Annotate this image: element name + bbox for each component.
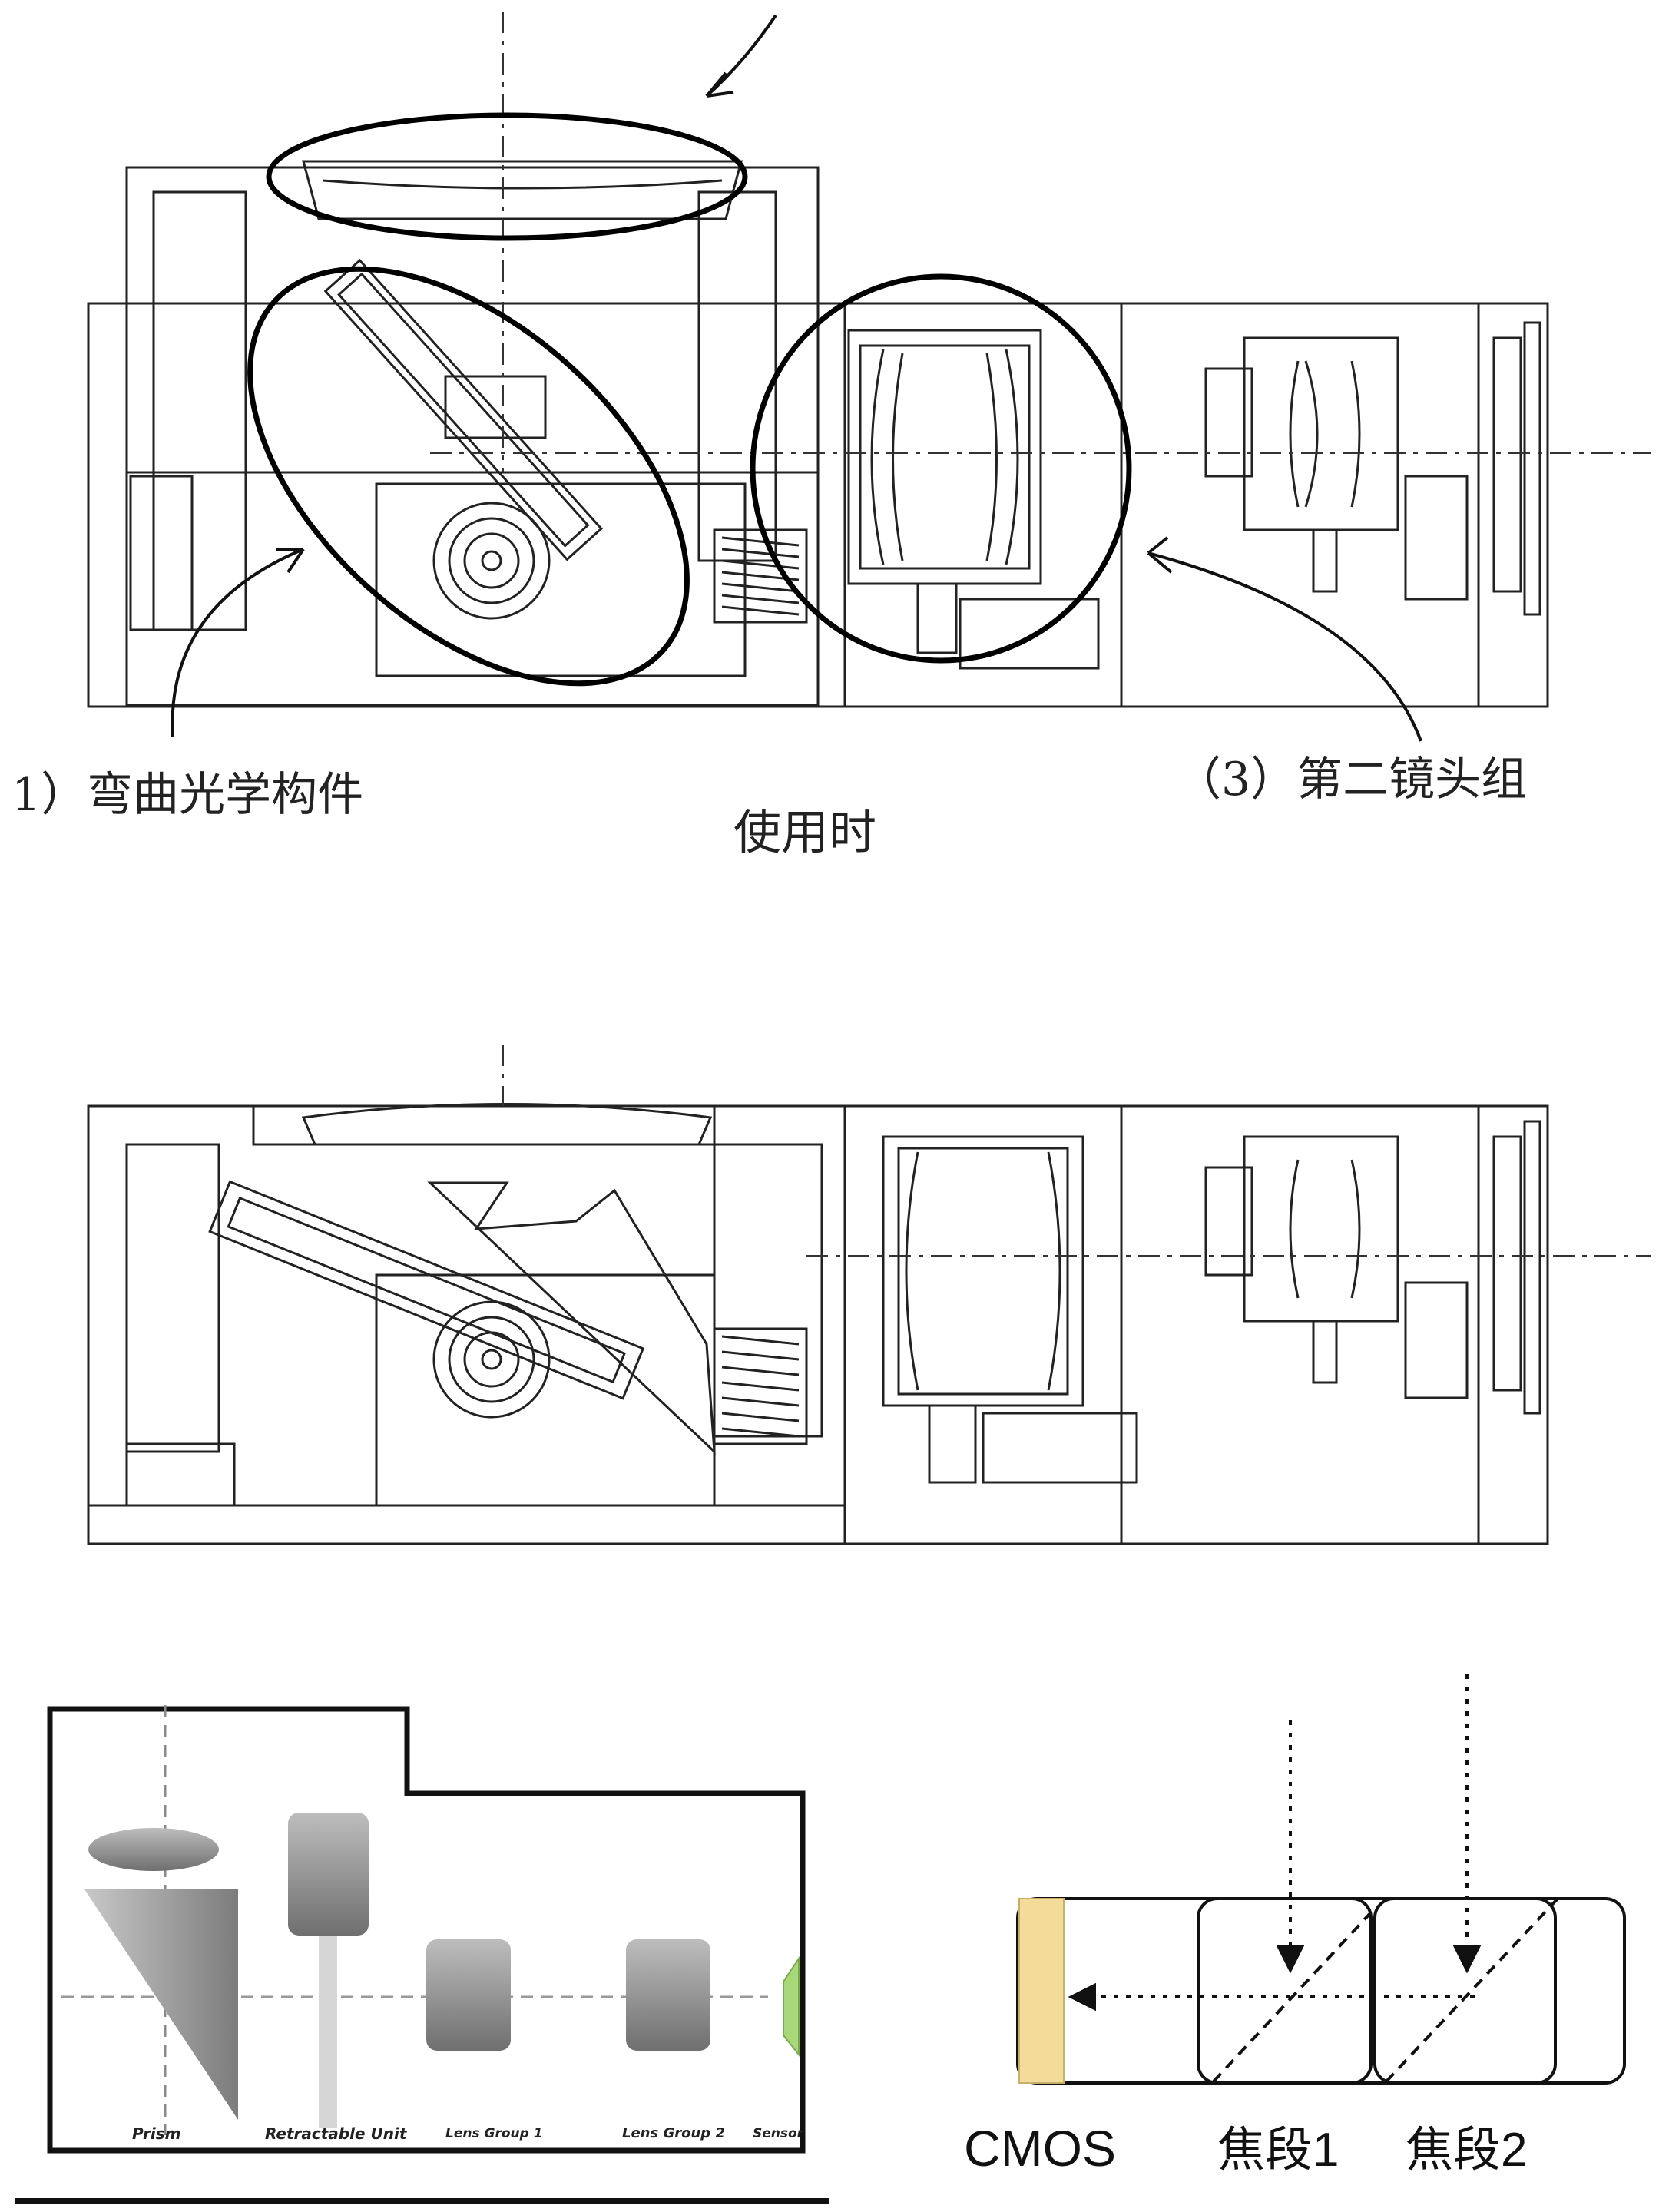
label-focal-2: 焦段2: [1406, 2124, 1527, 2177]
label-focal-1: 焦段1: [1217, 2124, 1339, 2177]
spring-coil: [713, 528, 808, 624]
middle-folding-mirror: [208, 1180, 645, 1400]
top-sensor: [1492, 336, 1522, 593]
top-upper-housing: [125, 166, 820, 707]
folding-mirror: [323, 258, 604, 561]
focal-block-2: [1373, 1897, 1557, 2085]
lens-group-2: [626, 1939, 710, 2051]
middle-spring: [713, 1327, 808, 1445]
focal-block-1: [1197, 1897, 1373, 2085]
top-diagram-svg: 1）弯曲光学构件 （3）第二镜头组 使用时: [12, 12, 1651, 860]
arrow-right: [1147, 551, 1422, 742]
middle-housing-outline: [87, 1104, 1549, 1545]
top-lens-element: [302, 160, 743, 220]
label-bending-optics: 1）弯曲光学构件: [12, 768, 363, 822]
bottom-right-diagram-panel: CMOS 焦段1 焦段2: [841, 1674, 1659, 2204]
prism-triangle: [84, 1889, 238, 2120]
arrow-to-cmos: [1068, 1982, 1096, 2012]
middle-diagram-panel: [0, 1022, 1659, 1636]
caption-in-use: 使用时: [733, 804, 876, 860]
middle-sensor: [1492, 1135, 1522, 1392]
lens-group-1: [426, 1939, 511, 2051]
second-lens-group: [1243, 336, 1399, 531]
bottom-left-housing: [47, 1706, 806, 2154]
label-retractable-unit: Retractable Unit: [265, 2124, 408, 2143]
highlight-ellipse-top-lens: [266, 112, 748, 241]
arrow-left: [171, 548, 304, 738]
bottom-left-svg: Prism Retractable Unit Lens Group 1 Lens…: [15, 1674, 830, 2204]
label-cmos: CMOS: [964, 2120, 1116, 2177]
highlight-ellipse-mirror: [247, 266, 690, 687]
middle-diagram-svg: [87, 1045, 1651, 1545]
prism-lens: [88, 1828, 219, 1871]
bottom-left-diagram-panel: Prism Retractable Unit Lens Group 1 Lens…: [15, 1674, 830, 2204]
label-lens-group-2: Lens Group 2: [622, 2125, 725, 2141]
pivot-gear: [432, 502, 551, 620]
bottom-right-svg: CMOS 焦段1 焦段2: [841, 1674, 1659, 2204]
middle-lens-group-1: [882, 1135, 1084, 1407]
label-sensor: Sensor: [753, 2126, 805, 2141]
cmos-sensor: [1018, 1898, 1065, 2084]
label-second-lens-group: （3）第二镜头组: [1175, 753, 1527, 806]
middle-lens-group-2: [1243, 1135, 1399, 1323]
label-lens-group-1: Lens Group 1: [445, 2126, 543, 2141]
top-diagram-panel: 1）弯曲光学构件 （3）第二镜头组 使用时: [0, 0, 1659, 922]
sensor-element: [783, 1955, 800, 2057]
highlight-ellipse-lens-group: [750, 273, 1132, 664]
label-prism: Prism: [132, 2124, 181, 2143]
retractable-unit: [288, 1813, 369, 1936]
middle-pivot-gear: [432, 1300, 551, 1419]
first-lens-group: [847, 329, 1042, 585]
middle-top-lens: [301, 1103, 713, 1146]
